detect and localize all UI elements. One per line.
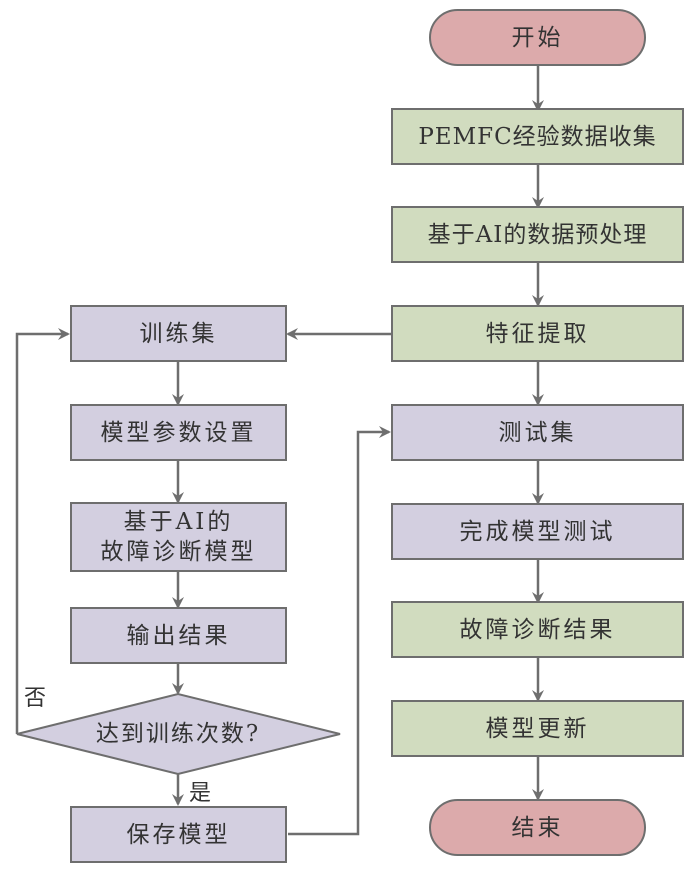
feature-extraction-label: 特征提取 <box>485 320 590 347</box>
start-terminal: 开始 <box>429 9 646 66</box>
decision-text: 达到训练次数? <box>60 714 296 754</box>
diagnosis-result-label: 故障诊断结果 <box>459 616 616 643</box>
param-setting-box: 模型参数设置 <box>70 404 287 461</box>
param-setting-label: 模型参数设置 <box>100 419 257 446</box>
edge-save-testset <box>288 426 391 836</box>
collect-data-label: PEMFC经验数据收集 <box>418 123 657 150</box>
feature-extraction-box: 特征提取 <box>391 305 684 362</box>
decision-diamond <box>16 692 341 776</box>
collect-data-box: PEMFC经验数据收集 <box>391 108 684 165</box>
save-model-box: 保存模型 <box>70 806 287 863</box>
preprocess-label: 基于AI的数据预处理 <box>427 221 648 248</box>
end-label: 结束 <box>511 814 564 841</box>
preprocess-box: 基于AI的数据预处理 <box>391 206 684 263</box>
test-set-box: 测试集 <box>391 404 684 461</box>
train-set-box: 训练集 <box>70 305 287 362</box>
model-update-box: 模型更新 <box>391 700 684 757</box>
model-update-label: 模型更新 <box>485 715 590 742</box>
branch-yes-label: 是 <box>189 781 212 806</box>
model-test-box: 完成模型测试 <box>391 503 684 560</box>
output-result-label: 输出结果 <box>126 622 231 649</box>
end-terminal: 结束 <box>429 799 646 856</box>
start-label: 开始 <box>511 24 564 51</box>
test-set-label: 测试集 <box>498 419 577 446</box>
decision-label: 达到训练次数? <box>95 721 261 747</box>
train-set-label: 训练集 <box>139 320 218 347</box>
model-test-label: 完成模型测试 <box>459 518 616 545</box>
branch-no-label: 否 <box>24 686 47 711</box>
output-result-box: 输出结果 <box>70 607 287 664</box>
edge-decision-no-loop <box>15 328 70 734</box>
diagnosis-model-label: 基于AI的 故障诊断模型 <box>100 509 257 565</box>
diagnosis-result-box: 故障诊断结果 <box>391 601 684 658</box>
save-model-label: 保存模型 <box>126 821 231 848</box>
diagnosis-model-box: 基于AI的 故障诊断模型 <box>70 502 287 572</box>
